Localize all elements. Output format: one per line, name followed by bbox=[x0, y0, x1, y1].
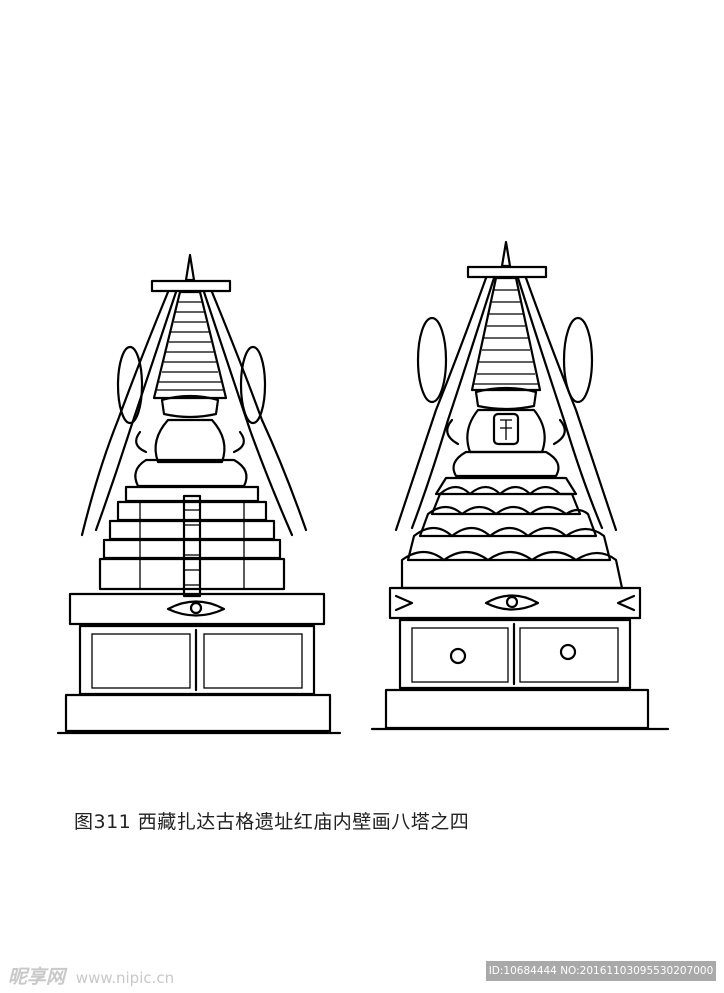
watermark-logo: 昵享网 bbox=[8, 966, 66, 988]
stupa-drawing-right bbox=[370, 240, 670, 731]
figure-caption: 图311 西藏扎达古格遗址红庙内壁画八塔之四 bbox=[74, 811, 470, 833]
image-id-bar: ID:10684444 NO:20161103095530207000 bbox=[486, 961, 716, 981]
stupa-drawing-left bbox=[56, 253, 342, 735]
watermark-url: www.nipic.cn bbox=[75, 969, 175, 987]
site-watermark: 昵享网 www.nipic.cn bbox=[8, 962, 175, 988]
